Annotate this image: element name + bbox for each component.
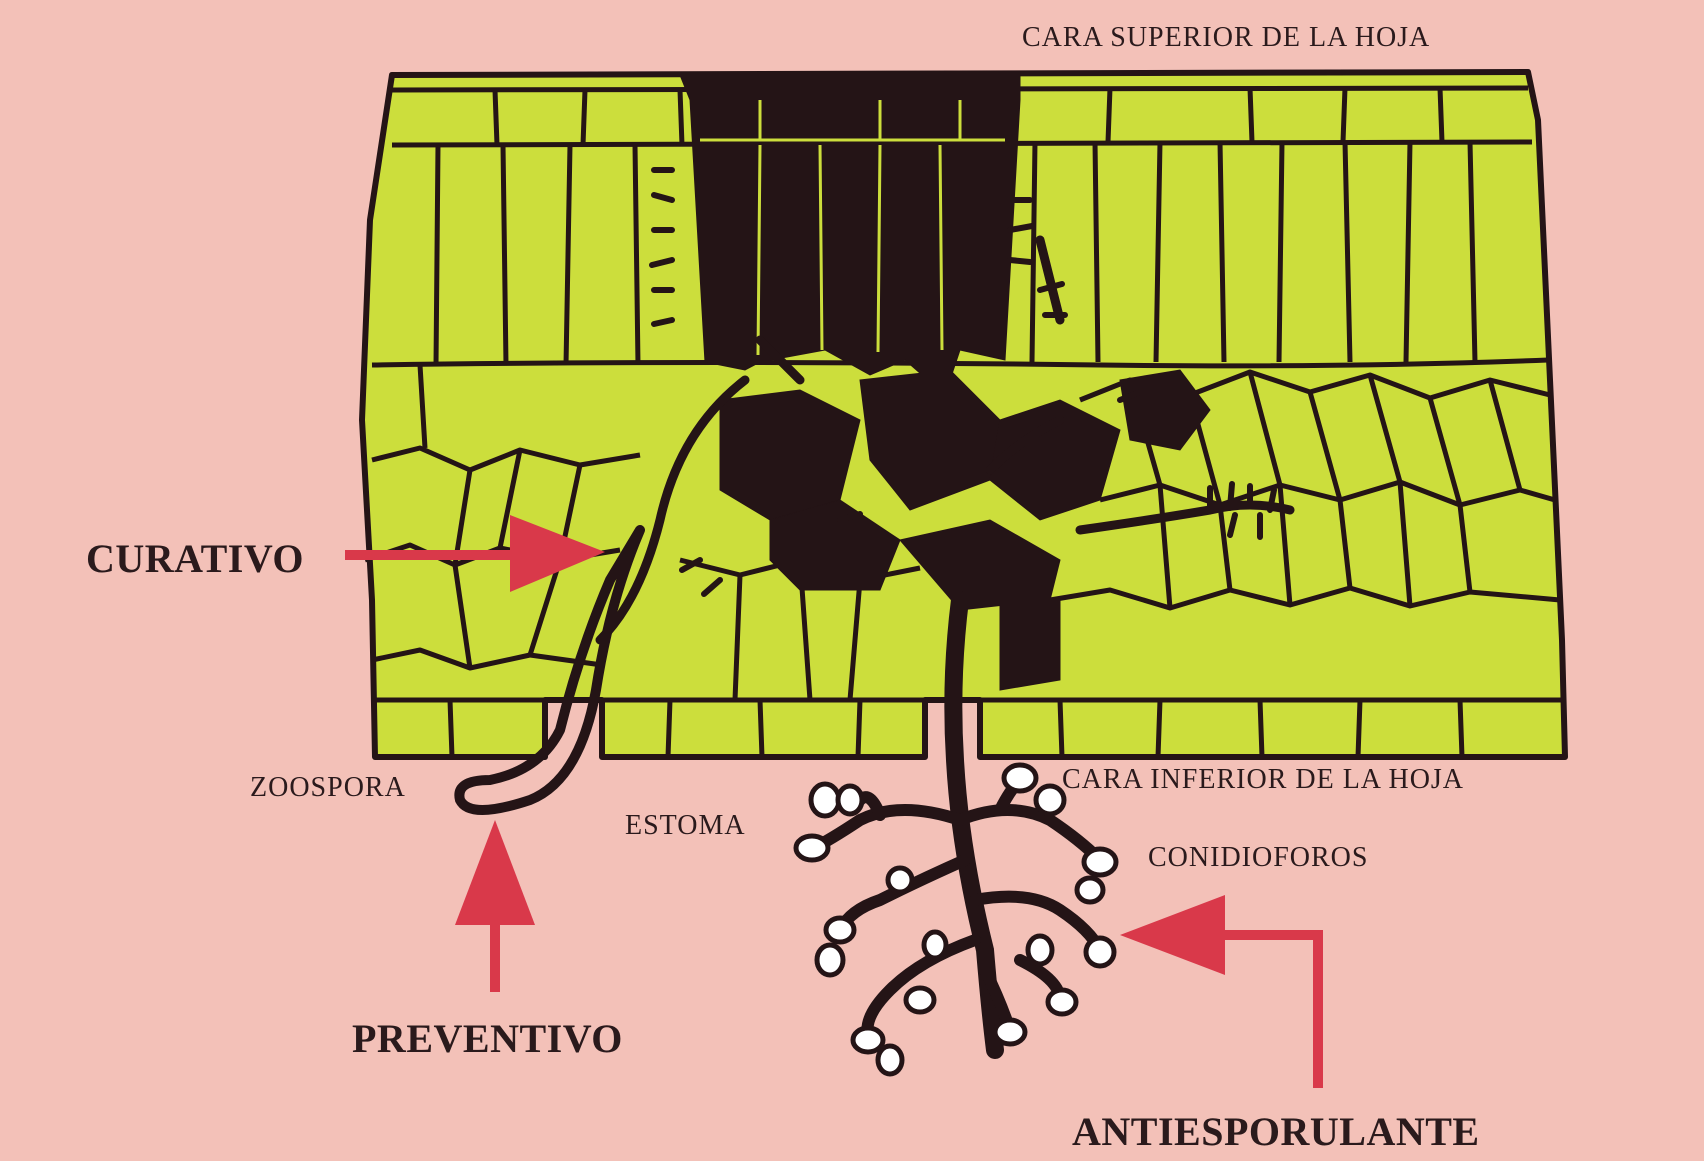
antisporulant-label: ANTIESPORULANTE bbox=[1072, 1108, 1480, 1155]
curative-label: CURATIVO bbox=[86, 535, 304, 582]
upper-face-label: CARA SUPERIOR DE LA HOJA bbox=[1022, 22, 1430, 54]
conidiophores-label: CONIDIOFOROS bbox=[1148, 842, 1368, 874]
stoma-label: ESTOMA bbox=[625, 810, 746, 842]
preventive-label: PREVENTIVO bbox=[352, 1015, 623, 1062]
zoospore-label: ZOOSPORA bbox=[250, 772, 406, 804]
lower-face-label: CARA INFERIOR DE LA HOJA bbox=[1062, 764, 1464, 796]
